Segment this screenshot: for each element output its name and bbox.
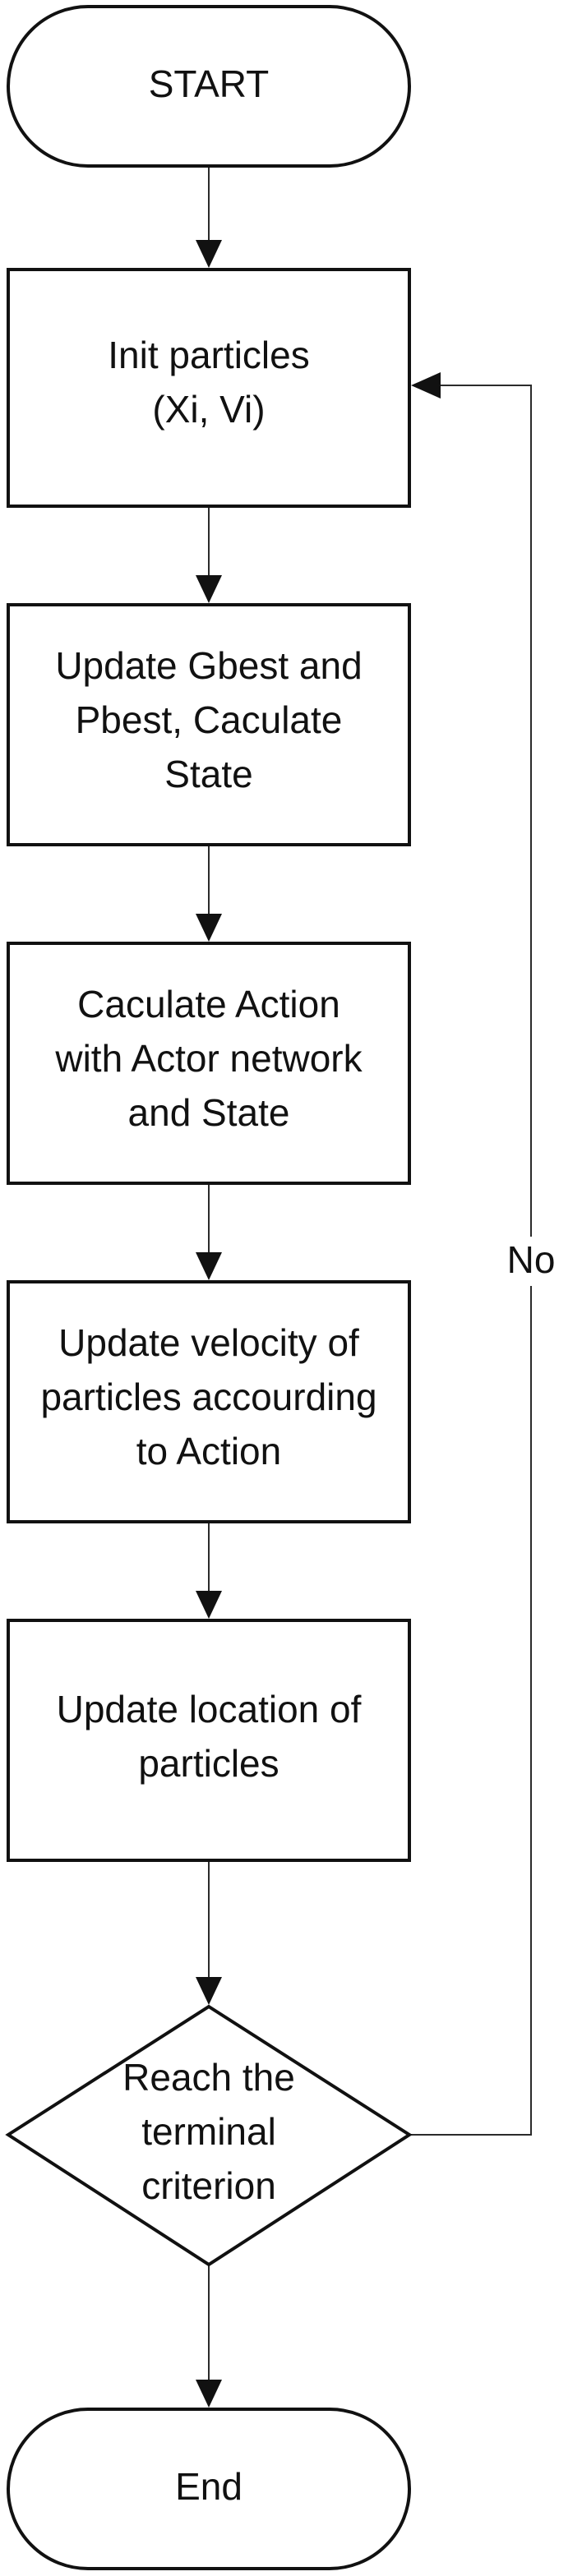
arrowhead-end	[196, 2380, 222, 2408]
node-label-line: and State	[128, 1091, 290, 1134]
node-location: Update location of particles	[7, 1619, 411, 1862]
node-start: START	[7, 5, 411, 168]
process-box	[7, 1619, 411, 1862]
node-label-line: Reach the	[122, 2056, 295, 2099]
process-box	[7, 603, 411, 846]
terminator-shape	[7, 5, 411, 168]
process-box	[7, 942, 411, 1185]
node-label-line: Init particles	[108, 334, 309, 376]
arrowhead-velocity	[196, 1252, 222, 1280]
connectors: No	[196, 166, 564, 2408]
node-velocity: Update velocity of particles accourding …	[7, 1280, 411, 1523]
node-label-start: START	[149, 62, 270, 105]
arrowhead-update-best	[196, 575, 222, 603]
node-label-line: particles accourding	[40, 1376, 376, 1418]
decision-diamond	[5, 2004, 413, 2267]
arrowhead-action	[196, 914, 222, 942]
node-label-end: End	[175, 2465, 242, 2508]
arrowhead-init	[196, 240, 222, 268]
terminator-shape	[7, 2408, 411, 2570]
node-action: Caculate Action with Actor network and S…	[7, 942, 411, 1185]
process-box	[7, 1280, 411, 1523]
node-label-line: terminal	[141, 2110, 276, 2153]
node-label-line: particles	[138, 1742, 279, 1785]
node-label-line: Update Gbest and	[55, 644, 362, 687]
arrowhead-init-loop	[411, 372, 441, 399]
node-label-line: Caculate Action	[77, 983, 340, 1025]
node-init: Init particles (Xi, Vi)	[7, 268, 411, 508]
node-label-line: to Action	[136, 1430, 281, 1472]
node-label-line: State	[164, 753, 252, 795]
node-label-line: Update velocity of	[58, 1321, 359, 1364]
node-decision: Reach the terminal criterion	[5, 2004, 413, 2267]
edge-label-no: No	[507, 1238, 556, 1281]
arrowhead-location	[196, 1591, 222, 1619]
arrowhead-decision	[196, 1977, 222, 2005]
node-end: End	[7, 2408, 411, 2570]
edge-label-background	[498, 1237, 564, 1286]
node-label-line: criterion	[141, 2164, 276, 2207]
node-label-line: (Xi, Vi)	[152, 388, 265, 431]
node-label-line: Pbest, Caculate	[76, 698, 343, 741]
process-box	[7, 268, 411, 508]
node-label-line: Update location of	[57, 1688, 362, 1730]
node-label-line: with Actor network	[54, 1037, 363, 1080]
node-update-best: Update Gbest and Pbest, Caculate State	[7, 603, 411, 846]
